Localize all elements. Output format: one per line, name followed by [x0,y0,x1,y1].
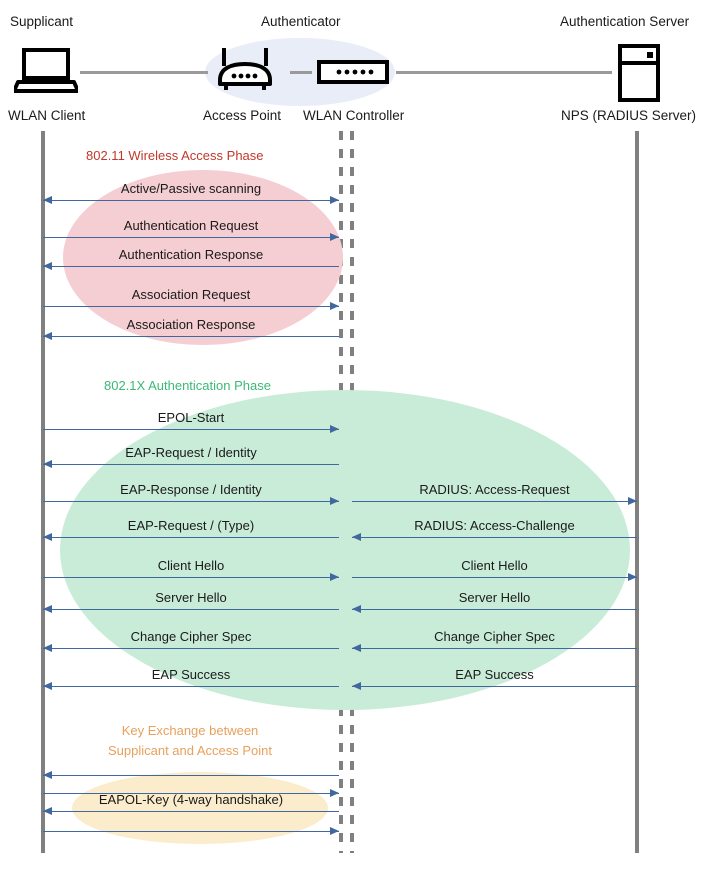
arrow-head-right [628,497,637,505]
arrow-line [352,686,637,687]
arrow-head-right [330,425,339,433]
arrow-head-right [330,827,339,835]
message-label: Authentication Request [123,218,259,233]
arrow-line [43,609,339,610]
arrow-line [43,577,339,578]
message-label: EAPOL-Key (4-way handshake) [98,792,284,807]
arrow-head-left [352,533,361,541]
lifeline-supplicant [41,131,45,853]
arrow-line [43,501,339,502]
phase-ellipse-wireless-access [63,170,343,345]
message-label: EAP Success [455,667,534,682]
arrow-line [43,200,339,201]
arrow-head-right [330,789,339,797]
phase-label-key-exchange-line1: Key Exchange between [121,723,259,738]
arrow-head-left [43,771,52,779]
arrow-line [43,266,339,267]
arrow-line [352,648,637,649]
actor-role-supplicant: Supplicant [10,14,74,29]
laptop-icon [12,48,80,98]
actor-role-authenticator: Authenticator [261,14,341,29]
arrow-line [43,464,339,465]
arrow-line [43,429,339,430]
phase-label-key-exchange-line2: Supplicant and Access Point [107,743,273,758]
arrow-head-right [628,573,637,581]
wire-client-to-ap [80,71,208,74]
arrow-head-left [43,605,52,613]
message-label: EAP-Request / Identity [125,445,257,460]
arrow-line [43,831,339,832]
message-label: Server Hello [155,590,227,605]
arrow-head-right [330,573,339,581]
message-label: EAP Success [151,667,231,682]
message-label: Association Response [126,317,256,332]
arrow-head-left [43,682,52,690]
actor-device-access-point: Access Point [203,108,282,123]
arrow-head-left [43,460,52,468]
arrow-head-left [43,332,52,340]
arrow-head-left [352,682,361,690]
message-label: RADIUS: Access-Challenge [414,518,575,533]
arrow-line [43,775,339,776]
wireless-router-icon [214,46,276,97]
server-tower-icon [618,44,660,107]
arrow-head-left [352,644,361,652]
actor-device-wlan-controller: WLAN Controller [303,108,405,123]
arrow-line [43,793,339,794]
phase-ellipse-key-exchange [72,772,328,844]
arrow-head-left [43,262,52,270]
arrow-line [43,648,339,649]
message-label: EAP-Request / (Type) [127,518,255,533]
arrow-head-left [352,605,361,613]
wire-ap-to-controller [290,71,312,74]
arrow-line [43,306,339,307]
phase-label-wireless-access: 802.11 Wireless Access Phase [86,148,264,163]
message-label: Change Cipher Spec [130,629,252,644]
arrow-head-left [43,196,52,204]
phase-label-key-exchange: Key Exchange between Supplicant and Acce… [80,721,300,761]
phase-ellipse-dot1x-auth [60,390,630,710]
message-label: Change Cipher Spec [434,629,555,644]
message-label: Active/Passive scanning [120,181,262,196]
controller-switch-icon [317,60,389,89]
message-label: EAP-Response / Identity [120,482,262,497]
arrow-head-right [330,196,339,204]
message-label: Server Hello [458,590,531,605]
actor-device-wlan-client: WLAN Client [8,108,86,123]
arrow-line [352,537,637,538]
arrow-line [43,237,339,238]
arrow-head-right [330,497,339,505]
arrow-head-left [43,807,52,815]
arrow-line [352,501,637,502]
actor-role-authentication-server: Authentication Server [560,14,690,29]
message-label: RADIUS: Access-Request [419,482,570,497]
message-label: Client Hello [461,558,528,573]
message-label: EPOL-Start [157,410,225,425]
arrow-line [43,811,339,812]
actor-device-nps-radius-server: NPS (RADIUS Server) [561,108,697,123]
arrow-head-right [330,233,339,241]
message-label: Authentication Response [118,247,264,262]
arrow-line [43,686,339,687]
arrow-line [352,609,637,610]
phase-label-dot1x-auth: 802.1X Authentication Phase [104,378,271,393]
arrow-line [43,537,339,538]
arrow-head-left [43,533,52,541]
wire-controller-to-nps [396,71,612,74]
arrow-head-right [330,302,339,310]
message-label: Client Hello [157,558,225,573]
arrow-line [43,336,339,337]
arrow-line [352,577,637,578]
lifeline-authentication-server [635,131,639,853]
arrow-head-left [43,644,52,652]
message-label: Association Request [131,287,251,302]
